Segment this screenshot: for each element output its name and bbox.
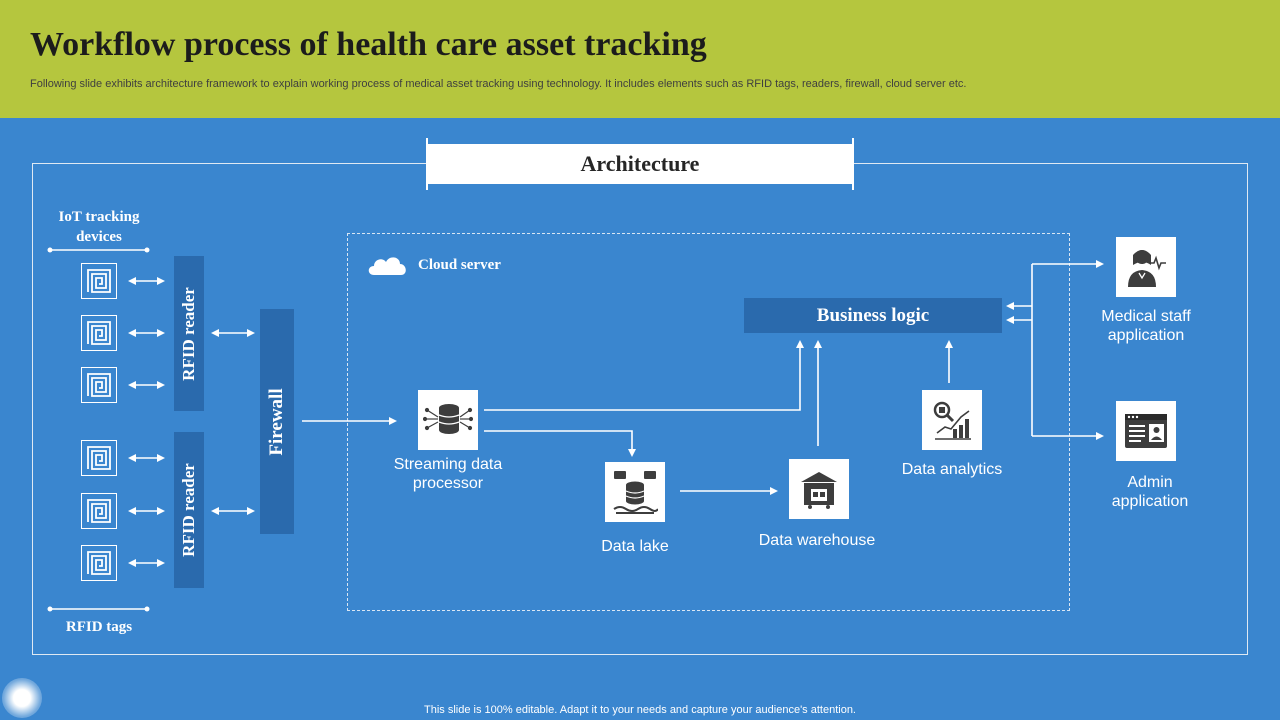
business-logic-box: Business logic	[744, 298, 1002, 333]
stream-lake-arrow	[484, 430, 636, 457]
analytics-chart-icon	[922, 390, 982, 450]
streaming-processor-label: Streaming data processor	[393, 456, 503, 492]
footer-note: This slide is 100% editable. Adapt it to…	[424, 704, 856, 716]
firewall-label: Firewall	[266, 387, 287, 456]
warehouse-icon	[789, 459, 849, 519]
data-lake-label: Data lake	[601, 538, 669, 555]
cloud-icon	[366, 253, 410, 282]
page-title: Workflow process of health care asset tr…	[30, 26, 707, 63]
cloud-server-label: Cloud server	[418, 257, 501, 273]
rfid-reader-bottom: RFID reader	[174, 432, 204, 588]
page-subtitle: Following slide exhibits architecture fr…	[30, 78, 967, 90]
rfid-tag-icon	[81, 263, 117, 299]
rfid-tags-label: RFID tags	[65, 619, 133, 635]
rfid-tag-icon	[81, 440, 117, 476]
cloud-server-region	[347, 233, 1070, 611]
admin-app-label: Admin application	[1111, 474, 1189, 510]
rfid-reader-label: RFID reader	[179, 463, 198, 557]
rfid-reader-label: RFID reader	[179, 286, 198, 381]
data-warehouse-label: Data warehouse	[758, 532, 876, 549]
server-database-icon	[418, 390, 478, 450]
rfid-reader-top: RFID reader	[174, 256, 204, 411]
header-bar: Workflow process of health care asset tr…	[0, 0, 1280, 118]
rfid-tag-icon	[81, 493, 117, 529]
stream-business-arrow	[484, 340, 804, 411]
medical-staff-app-label: Medical staff application	[1101, 308, 1191, 344]
architecture-title: Architecture	[426, 138, 854, 190]
iot-devices-label: IoT tracking devices	[58, 209, 140, 245]
data-lake-icon	[605, 462, 665, 522]
rfid-tag-icon	[81, 545, 117, 581]
admin-dashboard-icon	[1116, 401, 1176, 461]
data-analytics-label: Data analytics	[901, 461, 1003, 478]
decorative-glow	[2, 678, 42, 718]
doctor-icon	[1116, 237, 1176, 297]
rfid-tag-icon	[81, 315, 117, 351]
firewall-bar: Firewall	[260, 309, 294, 534]
rfid-tag-icon	[81, 367, 117, 403]
